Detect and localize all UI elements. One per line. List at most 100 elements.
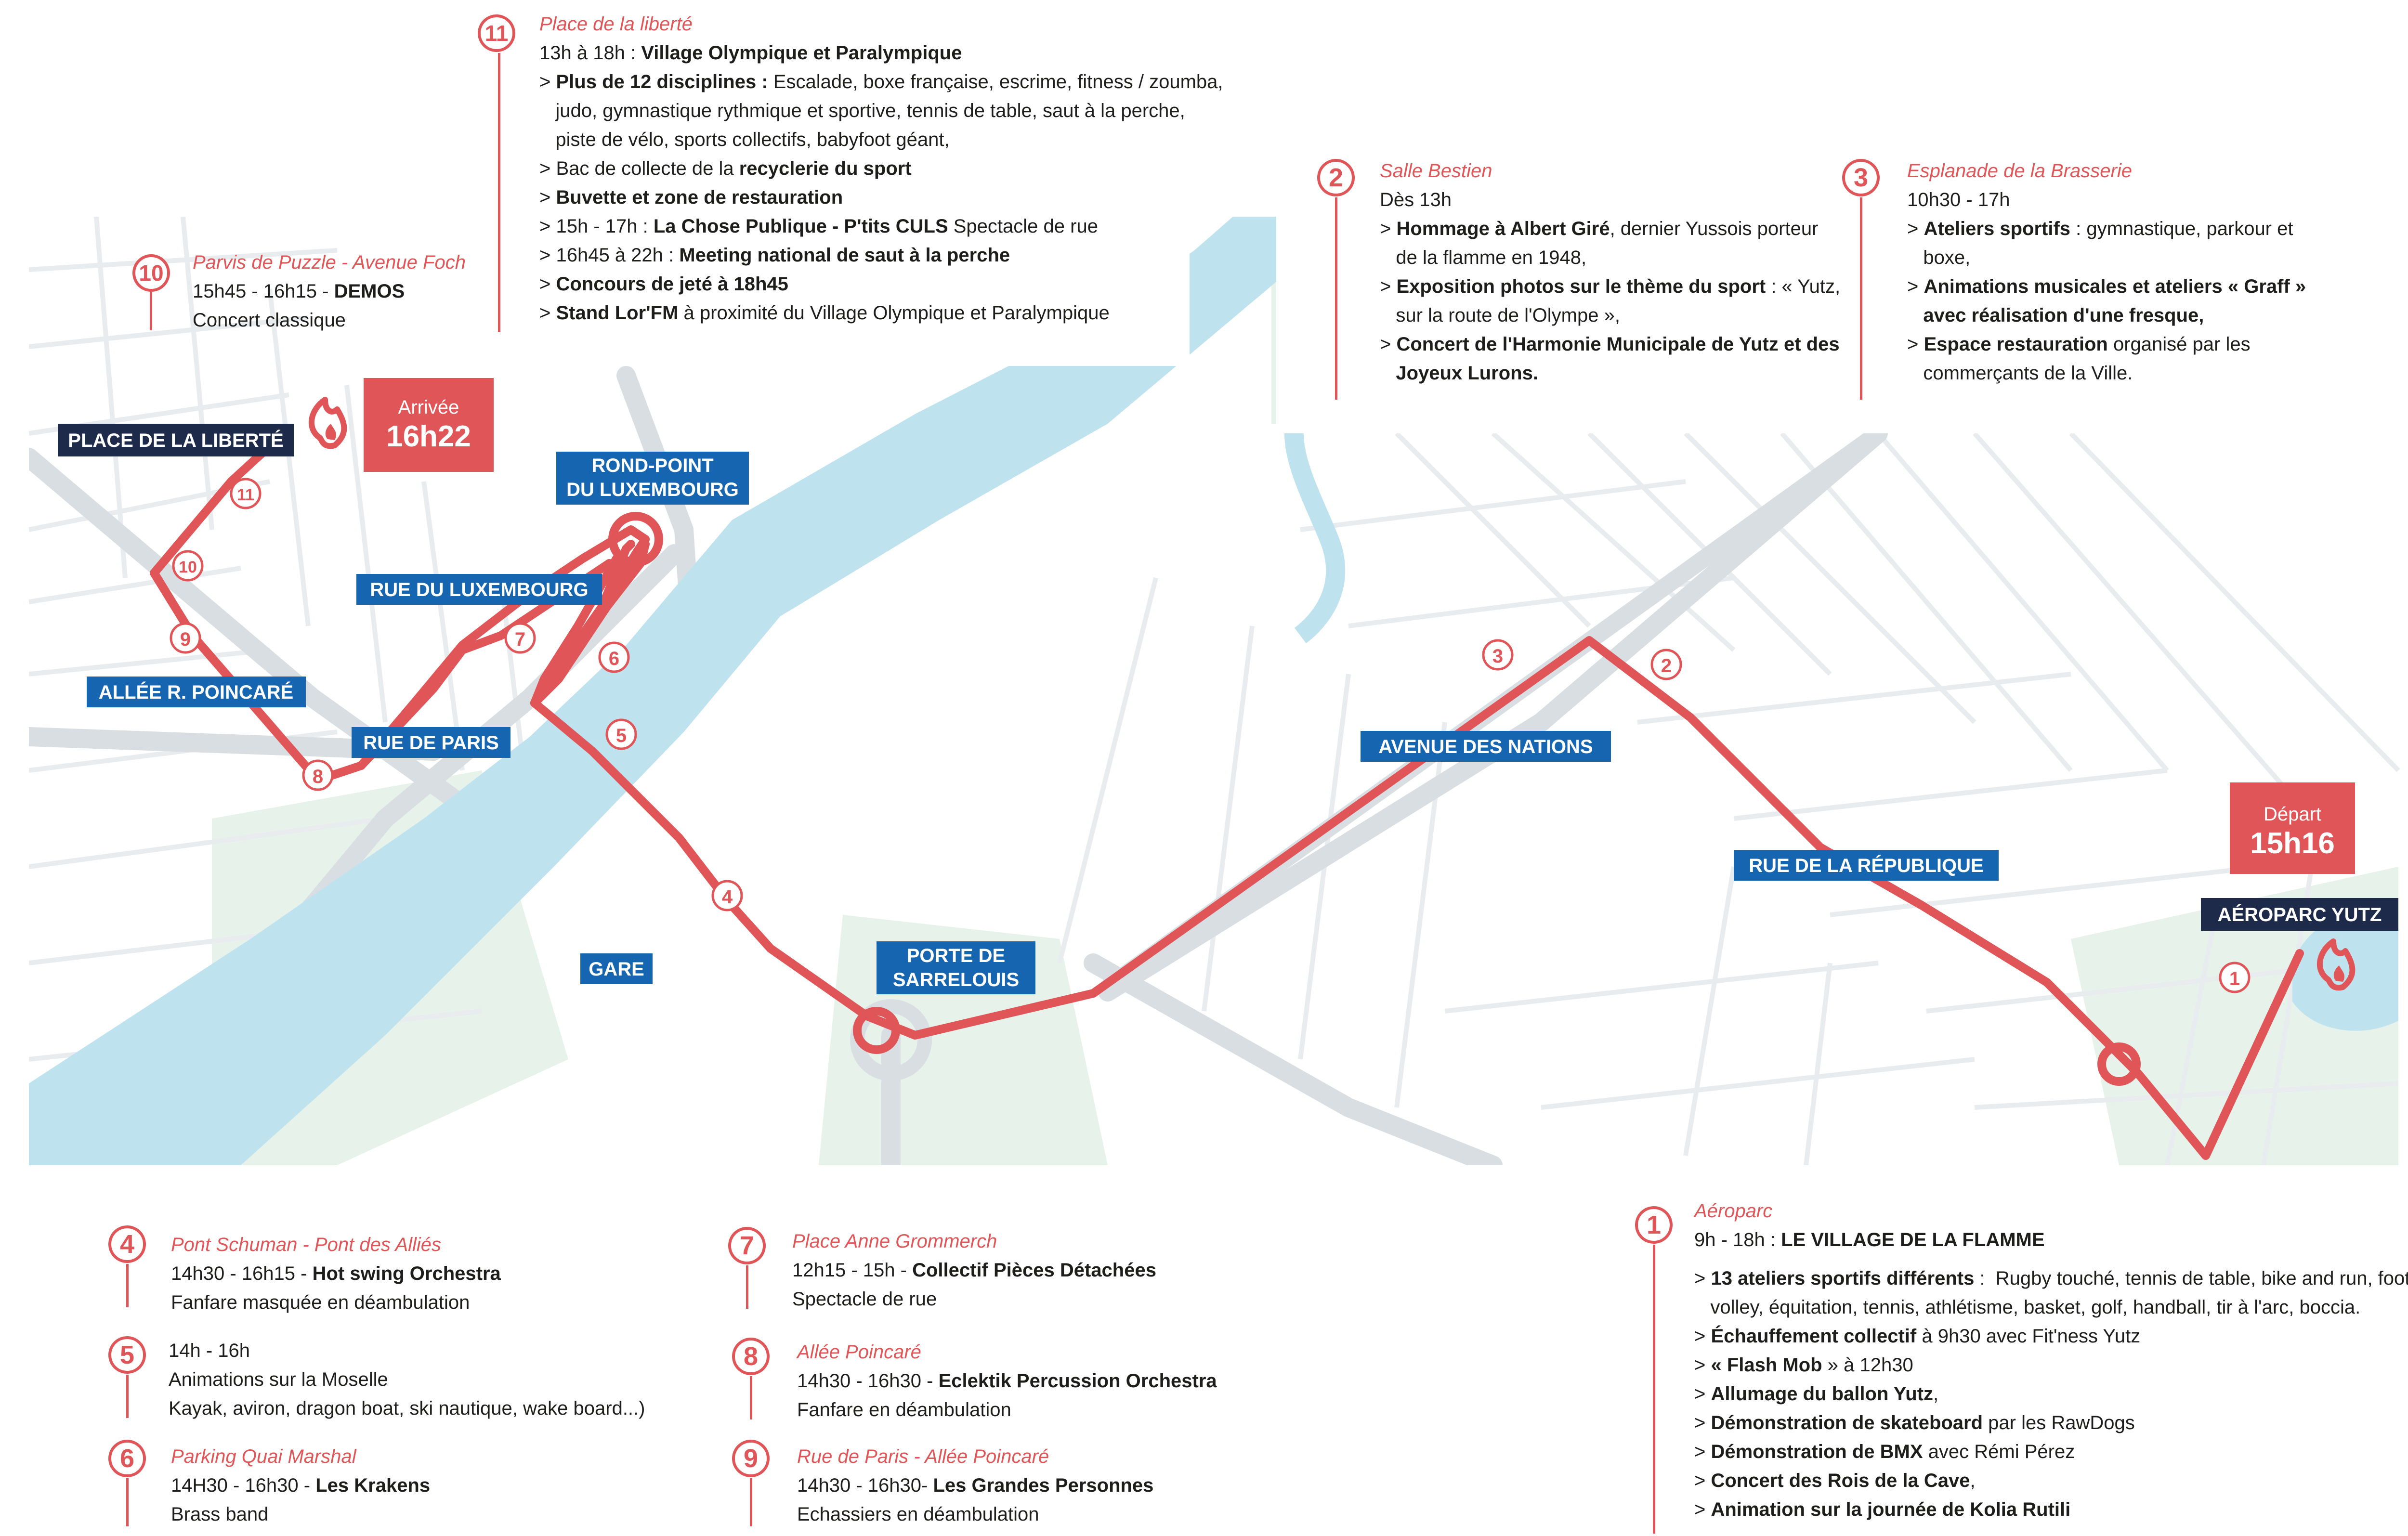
stop-line-bold: DEMOS — [334, 281, 405, 302]
stop-line: > Concours de jeté à 18h45 — [539, 270, 1223, 299]
marker-8-label: 8 — [313, 766, 323, 787]
stop-line-text: par les RawDogs — [1983, 1412, 2135, 1433]
stop-5-stem — [126, 1375, 129, 1418]
stop-line: > Espace restauration organisé par les — [1907, 330, 2306, 359]
label-gare: GARE — [580, 953, 653, 984]
marker-1-label: 1 — [2229, 968, 2240, 989]
depart-time: 15h16 — [2250, 827, 2335, 860]
stop-line-bold: La Chose Publique - P'tits CULS — [653, 216, 948, 237]
stop-line-text: , dernier Yussois porteur — [1610, 218, 1819, 239]
stop-line-text: : Rugby touché, tennis de table, bike an… — [1974, 1268, 2408, 1289]
stop-line-text: Dès 13h — [1380, 189, 1452, 210]
stop-line-text: avec Rémi Pérez — [1923, 1441, 2075, 1462]
stop-line: boxe, — [1907, 243, 2306, 272]
stop-line-text: > — [1907, 334, 1924, 355]
stop-1-stem — [1653, 1245, 1655, 1534]
stop-line: Kayak, aviron, dragon boat, ski nautique… — [169, 1394, 645, 1423]
marker-6-label: 6 — [609, 648, 619, 669]
stop-10-number: 10 — [139, 260, 164, 286]
stop-7-stem — [746, 1265, 748, 1309]
stop-11-badge: 11 — [478, 14, 515, 52]
stop-line-bold: Allumage du ballon Yutz — [1711, 1383, 1934, 1405]
stop-2-number: 2 — [1328, 163, 1344, 192]
depart-label: Départ — [2263, 804, 2322, 825]
stop-line-bold: LE VILLAGE DE LA FLAMME — [1781, 1229, 2045, 1250]
label-allee-poincare-text: ALLÉE R. POINCARÉ — [99, 681, 293, 703]
stop-line-text: > — [1907, 218, 1924, 239]
stop-place: Salle Bestien — [1380, 160, 1492, 182]
stop-line: Brass band — [171, 1500, 430, 1529]
stop-line: 9h - 18h : LE VILLAGE DE LA FLAMME — [1694, 1225, 2408, 1254]
stop-line-text: > — [1380, 218, 1397, 239]
stop-line-text: Escalade, boxe française, escrime, fitne… — [773, 71, 1223, 92]
stop-line-bold: Collectif Pièces Détachées — [912, 1260, 1156, 1281]
stop-9-badge: 9 — [732, 1440, 770, 1477]
stop-11-stem — [498, 53, 500, 332]
stop-line-bold: Eclektik Percussion Orchestra — [938, 1370, 1217, 1392]
stop-line-bold: Plus de 12 disciplines : — [556, 71, 773, 92]
stop-line: Fanfare en déambulation — [797, 1395, 1217, 1424]
stop-line: 14h - 16h — [169, 1336, 645, 1365]
stop-6-badge: 6 — [108, 1440, 146, 1477]
stop-line: > Allumage du ballon Yutz, — [1694, 1380, 2408, 1408]
stop-line-text: Fanfare masquée en déambulation — [171, 1292, 470, 1313]
stop-line-text: > — [1694, 1499, 1711, 1520]
stop-3-badge: 3 — [1842, 159, 1880, 196]
stop-line: commerçants de la Ville. — [1907, 359, 2306, 388]
stop-place: Aéroparc — [1694, 1200, 1773, 1222]
stop-line: > Hommage à Albert Giré, dernier Yussois… — [1380, 214, 1840, 243]
stop-line-text: 14h - 16h — [169, 1340, 250, 1361]
marker-10: 10 — [172, 550, 204, 582]
stop-line-text: 12h15 - 15h - — [792, 1260, 913, 1281]
stop-line-text: judo, gymnastique rythmique et sportive,… — [539, 100, 1185, 121]
stop-line: > Ateliers sportifs : gymnastique, parko… — [1907, 214, 2306, 243]
stop-line-text: > — [1694, 1268, 1711, 1289]
stop-line: > Stand Lor'FM à proximité du Village Ol… — [539, 299, 1223, 327]
stop-line-text: Kayak, aviron, dragon boat, ski nautique… — [169, 1398, 645, 1419]
stop-line: 14h30 - 16h15 - Hot swing Orchestra — [171, 1259, 501, 1288]
label-rond-point: ROND-POINT DU LUXEMBOURG — [556, 452, 749, 505]
stop-2-panel — [1276, 144, 2408, 433]
stop-line: Animations sur la Moselle — [169, 1365, 645, 1394]
stop-line-text: > 15h - 17h : — [539, 216, 654, 237]
stop-line-text: 15h45 - 16h15 - — [193, 281, 334, 302]
stop-8-stem — [750, 1376, 752, 1419]
stop-line-bold: Animation sur la journée de Kolia Rutili — [1711, 1499, 2071, 1520]
marker-6: 6 — [598, 641, 630, 673]
stop-line: judo, gymnastique rythmique et sportive,… — [539, 96, 1223, 125]
stop-line-text: > — [1694, 1383, 1711, 1405]
label-rue-republique: RUE DE LA RÉPUBLIQUE — [1734, 850, 1999, 881]
marker-2-label: 2 — [1661, 655, 1672, 677]
stop-line: > Concert des Rois de la Cave, — [1694, 1466, 2408, 1495]
flame-icon — [309, 397, 347, 449]
stop-line-text: > Bac de collecte de la — [539, 158, 739, 179]
marker-9-label: 9 — [180, 629, 191, 650]
stop-line: > 15h - 17h : La Chose Publique - P'tits… — [539, 212, 1223, 241]
stop-line-text: , — [1970, 1470, 1976, 1491]
stop-2-badge: 2 — [1317, 159, 1355, 196]
label-rue-republique-text: RUE DE LA RÉPUBLIQUE — [1749, 855, 1983, 876]
stop-place: Allée Poincaré — [797, 1341, 921, 1363]
marker-10-label: 10 — [179, 558, 197, 576]
stop-7-number: 7 — [739, 1231, 755, 1260]
stop-line: > Animation sur la journée de Kolia Ruti… — [1694, 1495, 2408, 1524]
stop-9-stem — [750, 1478, 752, 1526]
stop-line-bold: Stand Lor'FM — [556, 302, 679, 324]
stop-line-text: Spectacle de rue — [948, 216, 1098, 237]
stop-line-text: 14h30 - 16h15 - — [171, 1263, 313, 1284]
stop-line-text: Concert classique — [193, 310, 346, 331]
stop-line-text: à 9h30 avec Fit'ness Yutz — [1916, 1326, 2141, 1347]
flame-icon — [2317, 938, 2356, 991]
label-rue-paris-text: RUE DE PARIS — [363, 732, 499, 754]
stop-line-text: Fanfare en déambulation — [797, 1399, 1011, 1420]
stop-line: > Échauffement collectif à 9h30 avec Fit… — [1694, 1322, 2408, 1351]
stop-line: 10h30 - 17h — [1907, 185, 2306, 214]
stop-line-bold: Concert de l'Harmonie Municipale de Yutz… — [1396, 334, 1840, 355]
marker-5: 5 — [605, 718, 637, 750]
street-labels: PLACE DE LA LIBERTÉ ROND-POINT DU LUXEMB… — [58, 424, 2398, 994]
stop-line-text: Animations sur la Moselle — [169, 1369, 388, 1390]
